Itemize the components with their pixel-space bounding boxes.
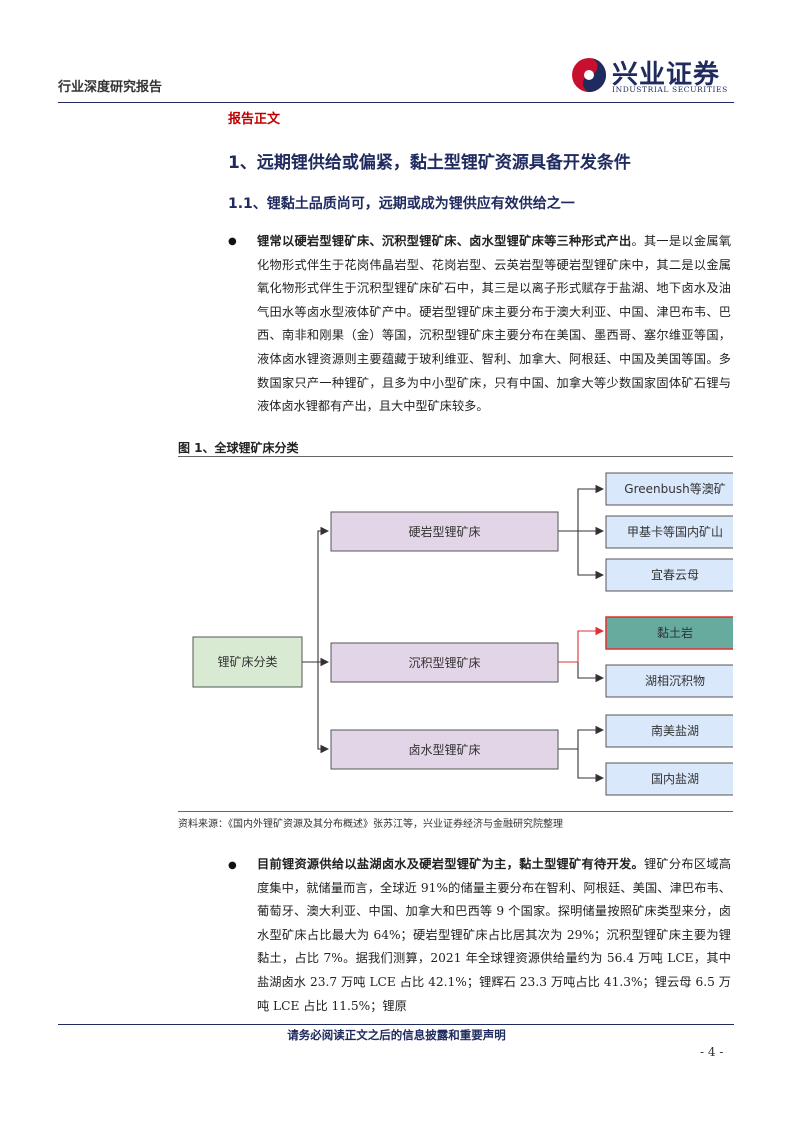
root-node-label: 锂矿床分类: [217, 654, 277, 669]
figure-source: 资料来源：《国内外锂矿资源及其分布概述》张苏江等，兴业证券经济与金融研究院整理: [178, 819, 563, 830]
leaf-node: Greenbush等澳矿: [605, 472, 733, 506]
leaf-node: 甲基卡等国内矿山: [605, 515, 733, 549]
footer-rule: [58, 1024, 734, 1025]
leaf-node-label: 黏土岩: [657, 625, 693, 640]
mid-node-brine: 卤水型锂矿床: [330, 729, 559, 770]
section-tag: 报告正文: [228, 112, 281, 127]
paragraph-2-lead: 目前锂资源供给以盐湖卤水及硬岩型锂矿为主，黏土型锂矿有待开发。: [257, 857, 644, 871]
bullet-icon: ●: [228, 236, 237, 247]
mid-node-hard-rock: 硬岩型锂矿床: [330, 511, 559, 552]
paragraph-1-body: 。其一是以金属氧化物形式伴生于花岗伟晶岩型、花岗岩型、云英岩型等硬岩型锂矿床中，…: [257, 234, 732, 414]
leaf-node-label: 南美盐湖: [651, 723, 699, 738]
leaf-node: 湖相沉积物: [605, 664, 733, 698]
figure-title: 图 1、全球锂矿床分类: [178, 441, 299, 455]
leaf-node-label: 国内盐湖: [651, 771, 699, 786]
bullet-icon: ●: [228, 860, 237, 871]
paragraph-1-lead: 锂常以硬岩型锂矿床、沉积型锂矿床、卤水型锂矿床等三种形式产出: [257, 234, 632, 248]
mid-node-label: 沉积型锂矿床: [408, 655, 480, 670]
paragraph-2: 目前锂资源供给以盐湖卤水及硬岩型锂矿为主，黏土型锂矿有待开发。锂矿分布区域高度集…: [257, 853, 731, 1018]
heading-level-1: 1、远期锂供给或偏紧，黏土型锂矿资源具备开发条件: [228, 153, 631, 173]
root-connectors: [302, 526, 330, 754]
leaf-node: 南美盐湖: [605, 714, 733, 748]
figure-top-rule: [178, 456, 733, 457]
disclosure-notice: 请务必阅读正文之后的信息披露和重要声明: [287, 1028, 506, 1042]
paragraph-1: 锂常以硬岩型锂矿床、沉积型锂矿床、卤水型锂矿床等三种形式产出。其一是以金属氧化物…: [257, 230, 731, 419]
company-logo-icon: [572, 58, 606, 92]
leaf-node-label: 甲基卡等国内矿山: [627, 525, 723, 539]
root-node: 锂矿床分类: [192, 636, 303, 688]
heading-level-2: 1.1、锂黏土品质尚可，远期或成为锂供应有效供给之一: [228, 196, 575, 212]
leaf-node-label: 宜春云母: [651, 567, 699, 582]
leaf-node-highlighted: 黏土岩: [605, 616, 733, 650]
company-logo-name: 兴业证券: [612, 60, 721, 90]
leaf-node: 国内盐湖: [605, 762, 733, 796]
mid-node-label: 硬岩型锂矿床: [408, 524, 480, 539]
leaf-connectors: [558, 484, 605, 783]
leaf-node-label: 湖相沉积物: [645, 673, 705, 688]
lithium-deposit-classification-diagram: 锂矿床分类 硬岩型锂矿床 沉积型锂矿床 卤水型锂矿床 Greenbush等澳矿 …: [192, 472, 733, 796]
leaf-node: 宜春云母: [605, 558, 733, 592]
report-type-label: 行业深度研究报告: [58, 80, 163, 95]
leaf-node-label: Greenbush等澳矿: [624, 482, 725, 496]
mid-node-label: 卤水型锂矿床: [408, 742, 480, 757]
highlight-connector: [558, 626, 605, 663]
mid-node-sedimentary: 沉积型锂矿床: [330, 642, 559, 683]
company-logo-subtitle: INDUSTRIAL SECURITIES: [612, 85, 728, 94]
header-rule: [58, 102, 734, 103]
figure-bottom-rule: [178, 811, 733, 812]
page-number: - 4 -: [700, 1045, 724, 1059]
paragraph-2-body: 锂矿分布区域高度集中，就储量而言，全球近 91%的储量主要分布在智利、阿根廷、美…: [257, 857, 732, 1013]
